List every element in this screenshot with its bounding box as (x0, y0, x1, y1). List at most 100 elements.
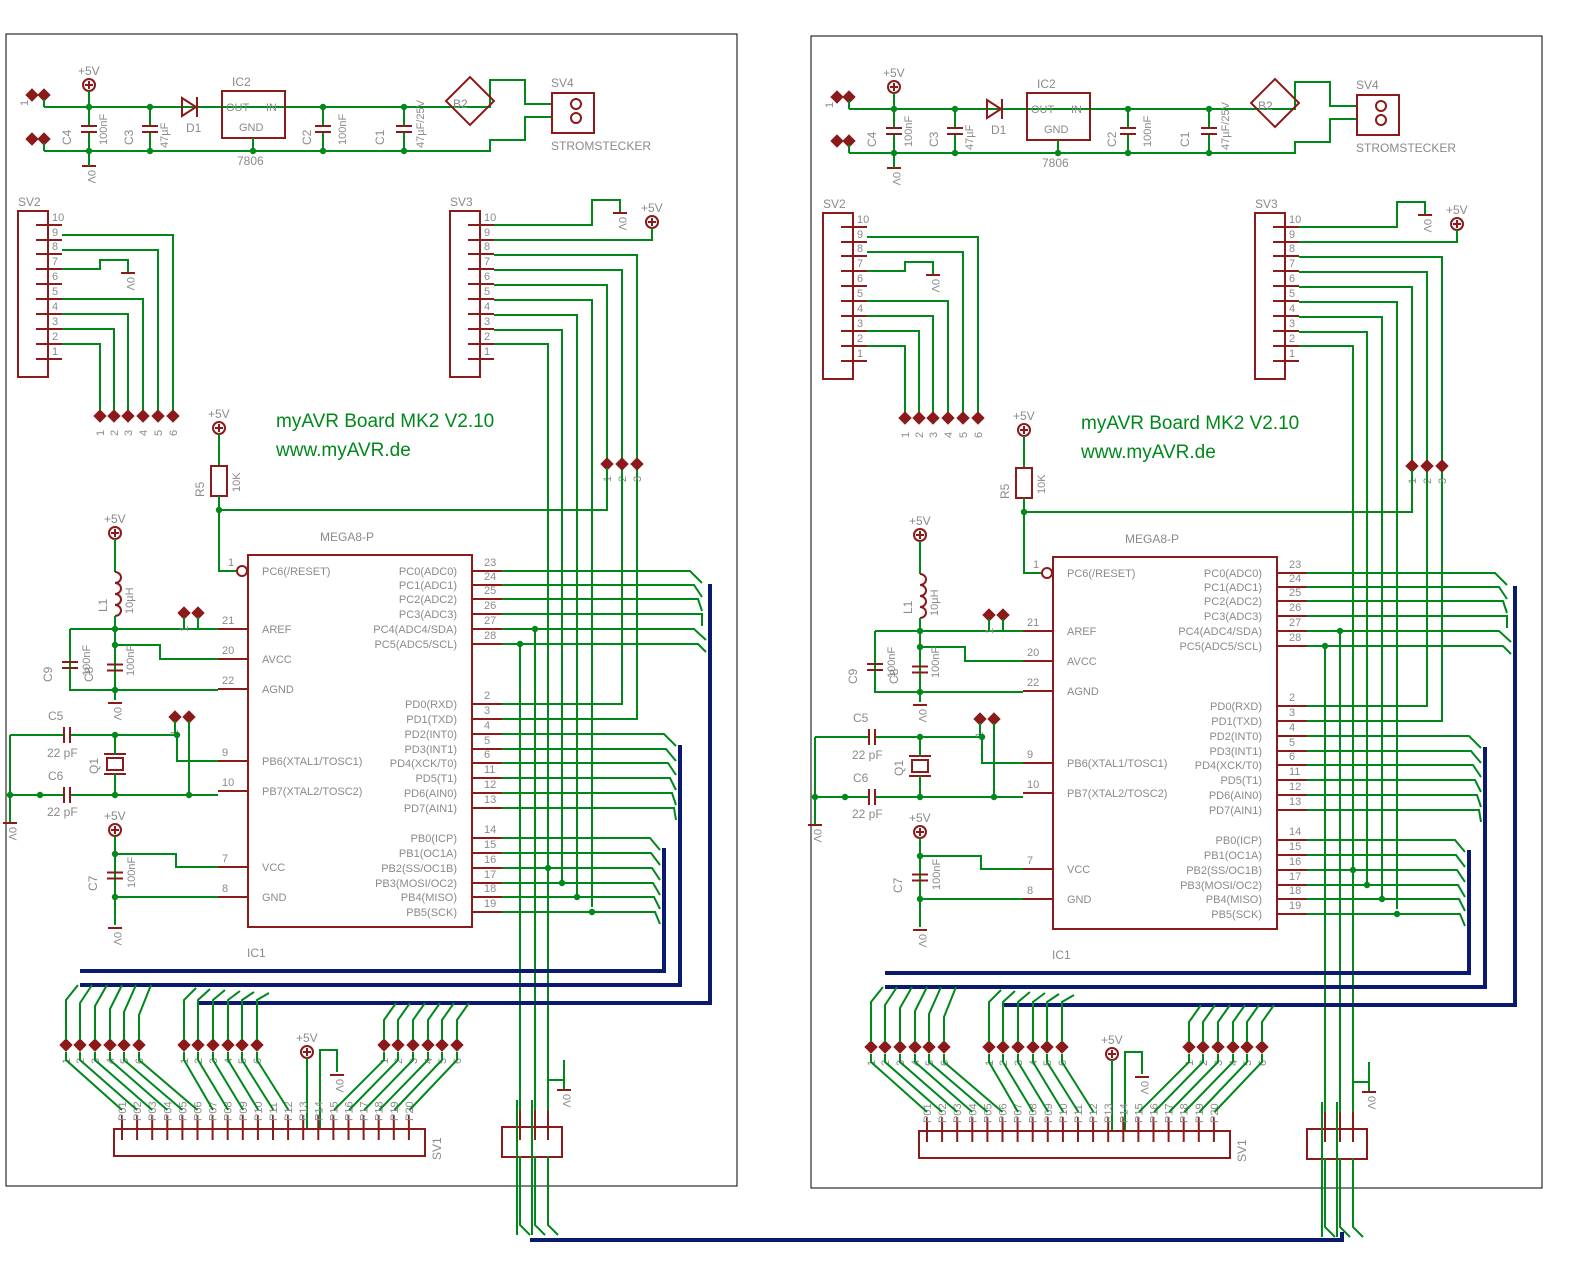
jumper-pin (1255, 1040, 1269, 1054)
label-mcu_left_pins-0-num: 1 (1033, 559, 1039, 571)
wire (502, 882, 661, 896)
wire (1202, 1004, 1216, 1042)
label-mcu_right_pins-15-num: 15 (1289, 841, 1301, 853)
wire (1307, 572, 1508, 586)
label-connector_pin_numbers-4: 6 (857, 273, 863, 285)
wire (889, 736, 1023, 764)
label-connector_pin_numbers-4: 6 (1289, 273, 1295, 285)
wire (1095, 81, 1357, 110)
wire (115, 644, 218, 660)
ground-symbol: 0V (808, 824, 823, 843)
junction-dot (558, 879, 566, 887)
label-mcu_right_pins-6-name: PD0(RXD) (405, 699, 457, 711)
label-mcu_right_pins-13-name: PD7(AIN1) (1209, 805, 1262, 817)
jack-pin (570, 98, 582, 110)
jumper-pin (1055, 1040, 1069, 1054)
wire (219, 468, 608, 511)
jumper-pin (864, 1040, 878, 1054)
wire (1307, 472, 1428, 707)
wire (256, 1052, 290, 1111)
jumper-pin (235, 1038, 249, 1052)
label-labels-plus5v: +5V (1101, 1033, 1123, 1047)
wire (241, 991, 255, 1040)
wire (502, 598, 703, 612)
jumper-pin (982, 1040, 996, 1054)
label-mcu_right_pins-1-num: 24 (1289, 573, 1301, 585)
resistor-r5 (210, 465, 228, 497)
label-mcu_right_pins-11-num: 11 (484, 764, 495, 776)
label-mcu_left_pins-0-name: PC6(/RESET) (1067, 568, 1135, 580)
label-labels-mcu: MEGA8-P (1125, 532, 1179, 546)
wire (988, 989, 1002, 1042)
wire (408, 1052, 458, 1111)
wire (849, 118, 1357, 154)
label-mcu_right_pins-10-name: PD4(XCK/T0) (390, 758, 457, 770)
wire (1307, 779, 1482, 793)
vcc-symbol: +5V (1101, 1033, 1123, 1061)
wire (1061, 1054, 1095, 1113)
label-labels-c9: C9 (846, 668, 860, 684)
wire (502, 570, 703, 584)
bus-line (1003, 586, 1517, 1007)
label-mcu_right_pins-5-num: 28 (484, 630, 496, 642)
label-jumper_pin_numbers_6-0: 1 (379, 1058, 391, 1064)
ground-symbol: 0V (330, 1074, 345, 1093)
label-connector_pin_numbers-5: 5 (484, 286, 490, 298)
label-labels-cap_100nf: 100nF (930, 647, 942, 678)
label-labels-sv2: SV2 (823, 197, 846, 211)
label-jumper_pin_numbers_6-4: 5 (958, 432, 970, 438)
wire (241, 1052, 275, 1111)
jumper-pin (615, 457, 629, 471)
label-labels-cap_100nf: 100nF (903, 116, 915, 147)
jack-pin (1375, 100, 1387, 112)
junction-dot (319, 147, 327, 155)
label-jumper_pin_numbers_6-2: 3 (123, 430, 135, 436)
wire (867, 236, 979, 412)
jumper-pin (941, 411, 955, 425)
label-connector_pin_numbers-6: 4 (857, 303, 863, 315)
bus-line (198, 584, 712, 1005)
label-board-title: myAVR Board MK2 V2.10 (276, 411, 494, 432)
label-labels-sv1: SV1 (1235, 1139, 1249, 1162)
wire (1307, 615, 1508, 628)
diode-d1 (181, 96, 198, 118)
label-mcu_left_pins-3-num: 22 (1027, 677, 1039, 689)
wire (920, 855, 1023, 870)
label-mcu_right_pins-10-num: 6 (1289, 751, 1295, 763)
wire (1307, 764, 1482, 778)
label-mcu_left_pins-2-num: 20 (1027, 647, 1039, 659)
label-jumper_pin_numbers_6-3: 4 (138, 430, 150, 436)
label-connector_pin_numbers-0: 10 (484, 212, 496, 224)
wire (884, 986, 898, 1042)
label-labels-l1: L1 (901, 600, 915, 614)
label-connector_pin_numbers-2: 8 (52, 241, 58, 253)
label-sv1_pins-2: P03 (147, 1101, 159, 1121)
label-connector_pin_numbers-1: 9 (484, 227, 490, 239)
label-labels-reg_gnd: GND (1044, 124, 1069, 136)
label-mcu_right_pins-11-num: 11 (1289, 766, 1300, 778)
label-labels-gnd: 0V (6, 827, 18, 841)
label-labels-c2: C2 (300, 129, 314, 145)
label-mcu_right_pins-14-num: 14 (1289, 826, 1301, 838)
label-labels-c7: C7 (891, 877, 905, 893)
wire (62, 298, 144, 410)
inductor-turn (919, 606, 927, 619)
label-labels-plus5v: +5V (909, 811, 931, 825)
label-mcu_right_pins-19-name: PB5(SCK) (406, 907, 457, 919)
wire (397, 1002, 411, 1040)
label-mcu_left_pins-6-num: 7 (1027, 855, 1033, 867)
jumper-pin (1211, 1040, 1225, 1054)
label-mcu_right_pins-9-num: 5 (1289, 737, 1295, 749)
label-labels-plus5v: +5V (1013, 409, 1035, 423)
label-mcu_left_pins-1-name: AREF (1067, 626, 1097, 638)
label-mcu_right_pins-4-name: PC4(ADC4/SDA) (1178, 626, 1262, 638)
label-mcu_right_pins-7-num: 3 (484, 705, 490, 717)
label-jumper_pin_numbers_6-0: 1 (1184, 1060, 1196, 1066)
label-labels-plus5v: +5V (78, 64, 100, 78)
wire (212, 989, 226, 1040)
wire (867, 315, 934, 412)
ground-symbol: 0V (926, 274, 941, 293)
label-mcu_right_pins-14-num: 14 (484, 824, 496, 836)
label-connector_pin_numbers-7: 3 (857, 318, 863, 330)
label-connector_pin_numbers-8: 2 (857, 333, 863, 345)
